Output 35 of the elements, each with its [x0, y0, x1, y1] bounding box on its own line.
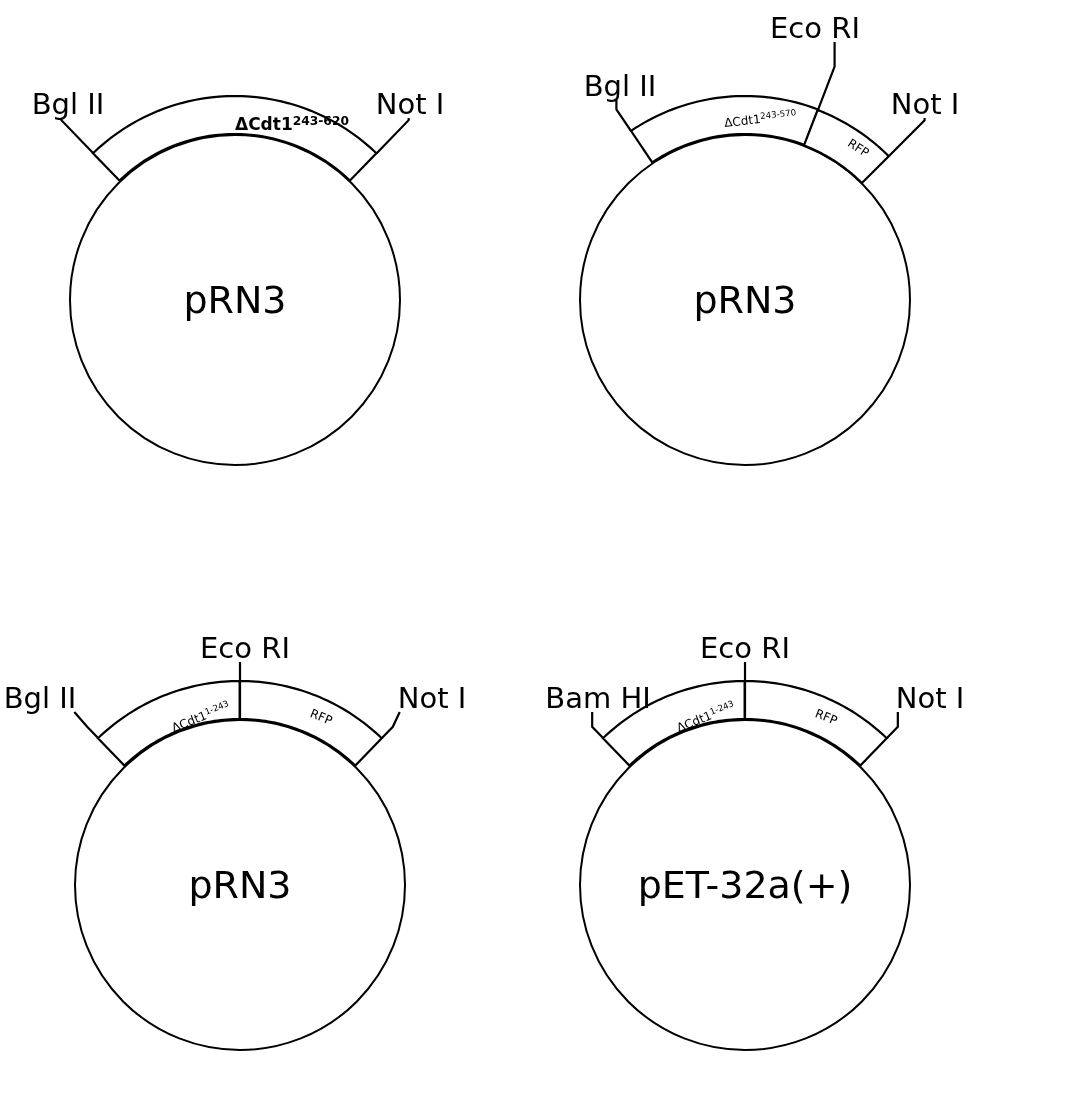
restriction-site-label: Eco RI	[770, 11, 860, 45]
insert-name: RFP	[814, 706, 840, 727]
restriction-site-label: Eco RI	[700, 631, 790, 665]
restriction-site-label: Not I	[895, 681, 965, 715]
restriction-site-label: Not I	[397, 681, 467, 715]
insert-segment	[98, 681, 240, 766]
plasmid-name: pRN3	[183, 278, 287, 322]
leader-line	[73, 711, 100, 739]
restriction-site-label: Not I	[375, 87, 445, 121]
leader-line	[375, 117, 410, 154]
leader-line	[591, 712, 605, 739]
insert-name: ΔCdt1$^{243-570}$	[723, 109, 797, 130]
insert-segment	[804, 109, 890, 183]
leader-line	[888, 117, 926, 157]
leader-line	[380, 711, 401, 739]
leader-line	[615, 100, 632, 132]
restriction-site-label: Not I	[890, 87, 960, 121]
insert-segment	[630, 96, 819, 163]
insert-segment	[745, 681, 887, 766]
insert-name: RFP	[845, 137, 872, 160]
insert-name: RFP	[309, 706, 335, 727]
restriction-site-label: Bam HI	[545, 681, 651, 715]
restriction-site-label: Eco RI	[200, 631, 290, 665]
leader-line	[743, 662, 747, 681]
plasmid-name: pRN3	[693, 278, 797, 322]
insert-segment	[240, 681, 382, 766]
leader-line	[238, 662, 242, 681]
leader-line	[885, 712, 899, 739]
restriction-site-label: Bgl II	[583, 69, 657, 103]
restriction-site-label: Bgl II	[31, 87, 105, 121]
plasmid-name: pRN3	[188, 863, 292, 907]
plasmid-name: pET-32a(+)	[637, 863, 853, 907]
leader-line	[60, 117, 95, 154]
restriction-site-label: Bgl II	[3, 681, 77, 715]
leader-line	[817, 42, 836, 110]
